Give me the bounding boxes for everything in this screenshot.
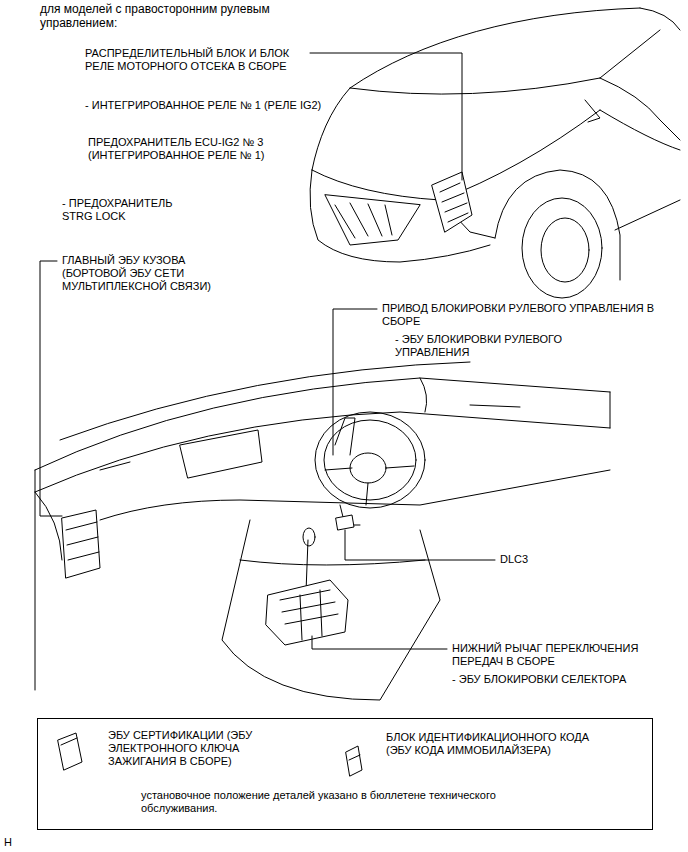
car-outline	[600, 78, 680, 140]
shift-lever-assembly	[280, 590, 338, 640]
car-outline	[600, 110, 680, 150]
dashboard	[60, 362, 470, 440]
certification-ecu-icon	[61, 738, 77, 745]
immobiliser-icon	[346, 746, 362, 776]
callout-label: ПРИВОД БЛОКИРОВКИ РУЛЕВОГО УПРАВЛЕНИЯ В …	[382, 302, 678, 328]
car-outline	[600, 30, 660, 78]
engine-relay-block	[432, 172, 472, 232]
dashboard	[35, 378, 610, 470]
steering-wheel	[335, 418, 355, 455]
engine-relay-block	[440, 183, 468, 222]
car-outline	[495, 170, 620, 280]
dashboard	[100, 470, 610, 520]
immobiliser-icon	[346, 746, 362, 776]
callout-label: - ЭБУ БЛОКИРОВКИ СЕЛЕКТОРА	[452, 673, 677, 686]
dashboard	[180, 430, 262, 478]
callout-label: ПРЕДОХРАНИТЕЛЬ ECU-IG2 № 3 (ИНТЕГРИРОВАН…	[88, 136, 288, 162]
callout-label: ГЛАВНЫЙ ЭБУ КУЗОВА (БОРТОВОЙ ЭБУ СЕТИ МУ…	[62, 254, 252, 293]
car-outline	[310, 170, 490, 262]
callout-label: - ЭБУ БЛОКИРОВКИ РУЛЕВОГО УПРАВЛЕНИЯ	[395, 333, 625, 359]
callout-label: - ИНТЕГРИРОВАННОЕ РЕЛЕ № 1 (РЕЛЕ IG2)	[85, 99, 325, 112]
certification-ecu-icon	[58, 733, 82, 770]
callout-label: H	[4, 836, 34, 849]
body-ecu	[62, 510, 100, 578]
dashboard	[35, 412, 610, 492]
callout-label: РАСПРЕДЕЛИТЕЛЬНЫЙ БЛОК И БЛОК РЕЛЕ МОТОР…	[85, 47, 305, 73]
car-outline	[640, 8, 680, 30]
leader-line	[333, 309, 377, 455]
part-name: ЭБУ СЕРТИФИКАЦИИ (ЭБУ ЭЛЕКТРОННОГО КЛЮЧА…	[108, 729, 273, 768]
part-name: БЛОК ИДЕНТИФИКАЦИОННОГО КОДА (ЭБУ КОДА И…	[386, 731, 596, 757]
dlc3-connector	[336, 515, 354, 530]
note-text: установочное положение деталей указано в…	[141, 789, 541, 815]
car-outline	[585, 100, 600, 122]
car-outline	[522, 198, 602, 298]
car-outline	[325, 195, 420, 245]
engine-relay-block	[432, 172, 472, 232]
car-outline	[350, 78, 600, 94]
center-console	[222, 520, 440, 700]
dlc3-connector	[336, 515, 354, 530]
car-outline	[350, 8, 640, 88]
steering-wheel	[315, 412, 425, 525]
center-console	[222, 520, 440, 700]
steering-wheel	[315, 412, 425, 508]
center-console	[306, 540, 308, 592]
dashboard	[35, 362, 610, 690]
leader-line	[310, 53, 462, 180]
car-outline	[335, 203, 392, 238]
steering-wheel	[324, 420, 416, 500]
dashboard	[35, 492, 62, 560]
dashboard	[420, 378, 427, 412]
dashboard	[35, 470, 36, 690]
leader-line	[312, 636, 447, 649]
parts-note-box: ЭБУ СЕРТИФИКАЦИИ (ЭБУ ЭЛЕКТРОННОГО КЛЮЧА…	[37, 718, 653, 830]
shift-lever-assembly	[266, 580, 348, 645]
car-outline	[615, 200, 680, 230]
center-console	[240, 560, 425, 565]
center-console	[303, 528, 315, 546]
page-heading: для моделей с правосторонним рулевым упр…	[40, 2, 340, 30]
car-outline	[310, 8, 680, 298]
body-ecu	[62, 510, 100, 578]
body-ecu	[66, 522, 99, 560]
callout-label: - ПРЕДОХРАНИТЕЛЬ STRG LOCK	[62, 197, 202, 223]
shift-lever-assembly	[266, 580, 348, 645]
dashboard	[610, 392, 611, 428]
dashboard	[100, 405, 520, 470]
immobiliser-icon	[349, 755, 360, 760]
callout-label: НИЖНИЙ РЫЧАГ ПЕРЕКЛЮЧЕНИЯ ПЕРЕДАЧ В СБОР…	[452, 642, 682, 668]
steering-wheel	[325, 466, 414, 505]
steering-wheel	[350, 453, 386, 483]
callout-label: DLC3	[500, 553, 560, 566]
leader-line	[345, 530, 495, 560]
leader-line	[40, 261, 62, 516]
certification-ecu-icon	[58, 733, 82, 770]
car-outline	[541, 218, 589, 282]
